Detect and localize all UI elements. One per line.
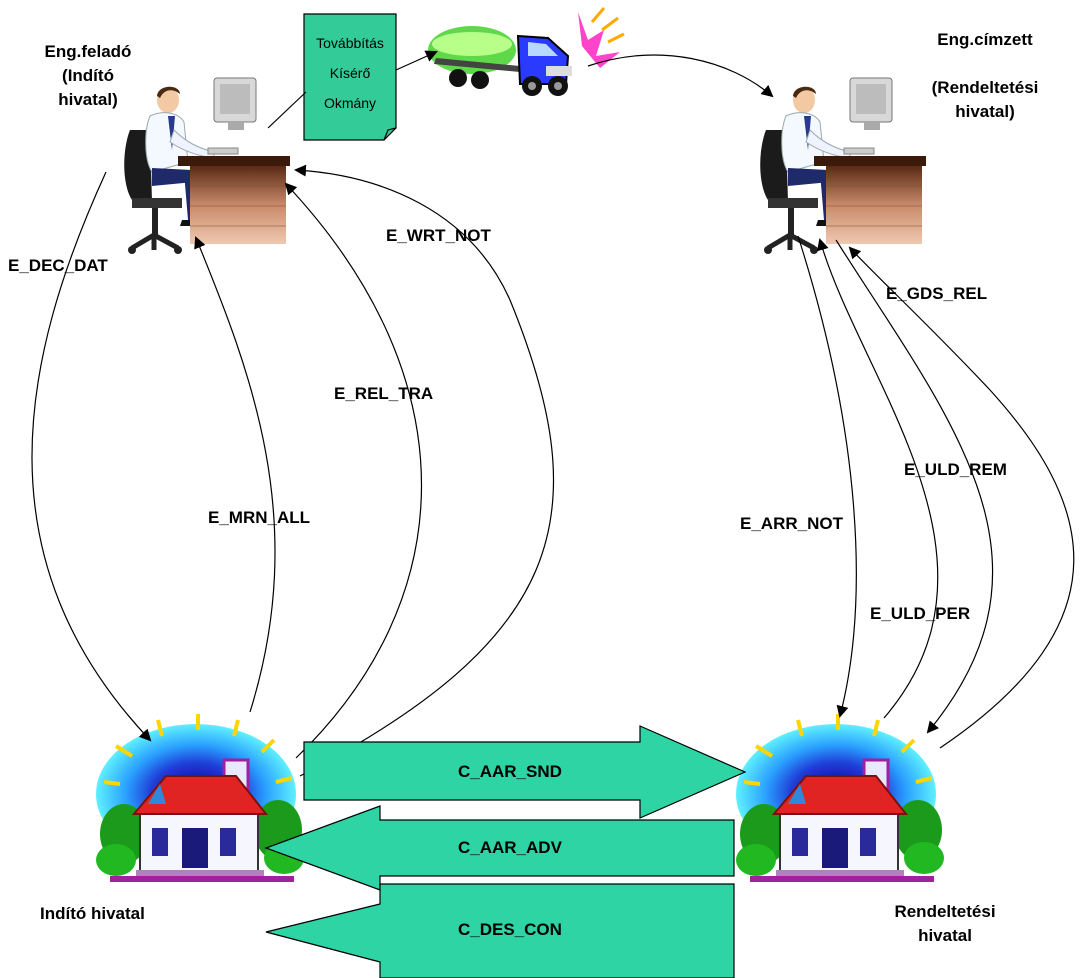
document-connector-line [267,91,307,129]
truck-to-recipient-arrow [587,54,774,98]
destination-office-line-2: hivatal [918,926,972,945]
msg-c-des-con: C_DES_CON [458,920,562,939]
destination-office-label: Rendeltetési hivatal [860,900,1030,948]
msg-e-gds-rel: E_GDS_REL [886,284,988,303]
arrow-e-uld-per [816,238,939,719]
msg-e-arr-not: E_ARR_NOT [740,514,843,533]
msg-e-wrt-not: E_WRT_NOT [386,226,491,245]
msg-e-mrn-all: E_MRN_ALL [208,508,311,527]
msg-e-rel-tra: E_REL_TRA [334,384,434,403]
sender-trader-line-2: (Indító [62,66,114,85]
arrow-e-gds-rel [848,246,1075,749]
truck-illustration [426,6,626,98]
transit-document-shape [303,13,397,141]
document-line-1: Továbbítás [316,35,384,51]
block-arrow-c-aar-snd [303,725,747,819]
recipient-trader-line-2 [900,52,1070,76]
arrow-e-uld-rem [835,239,994,734]
arrow-e-arr-not [797,235,857,718]
recipient-trader-line-1: Eng.címzett [937,30,1033,49]
msg-c-aar-snd: C_AAR_SND [458,762,562,781]
arrow-e-mrn-all [194,236,276,713]
block-arrow-c-aar-adv [264,805,735,891]
sender-trader-line-3: hivatal) [58,90,118,109]
transit-document-label: Továbbítás Kísérő Okmány [307,28,393,118]
block-arrow-c-des-con [265,883,735,978]
arrow-e-rel-tra [284,182,422,759]
msg-e-dec-dat: E_DEC_DAT [8,256,108,275]
document-line-3: Okmány [323,95,377,111]
recipient-trader-label: Eng.címzett (Rendeltetési hivatal) [900,28,1070,124]
msg-c-aar-adv: C_AAR_ADV [458,838,562,857]
departure-office-label: Indító hivatal [40,904,145,923]
recipient-trader-line-3: (Rendeltetési [931,78,1039,97]
departure-office-illustration [94,712,306,884]
sender-trader-label: Eng.feladó (Indító hivatal) [28,40,148,112]
msg-e-uld-rem: E_ULD_REM [904,460,1007,479]
arrow-e-dec-dat [31,171,152,742]
recipient-trader-line-4: hivatal) [955,102,1015,121]
sender-trader-illustration [124,78,290,254]
document-line-2: Kísérő [329,65,371,81]
destination-office-line-1: Rendeltetési [894,902,996,921]
arrow-e-wrt-not [294,164,555,777]
destination-office-illustration [734,712,946,884]
sender-trader-line-1: Eng.feladó [44,42,132,61]
document-to-truck-arrow [395,50,438,71]
msg-e-uld-per: E_ULD_PER [870,604,971,623]
